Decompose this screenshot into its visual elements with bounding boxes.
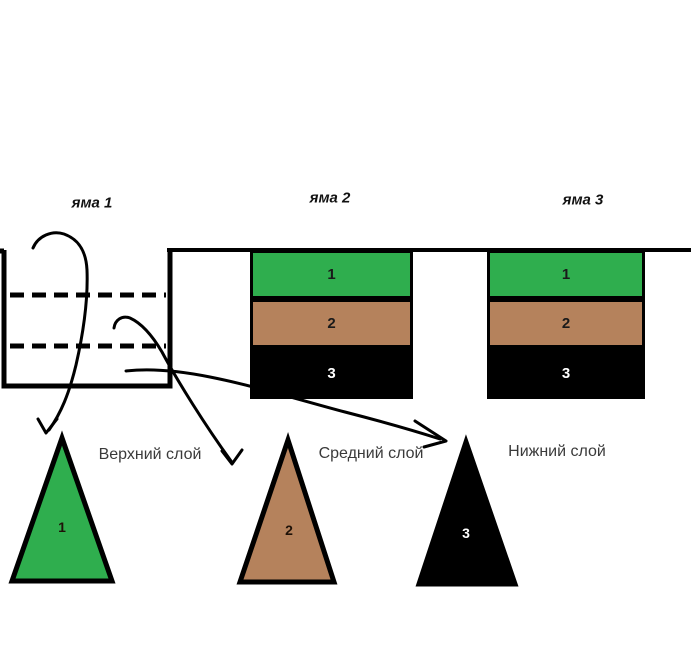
- bottom-layer-caption: Нижний слой: [508, 443, 606, 460]
- middle-layer-triangle-number: 2: [285, 522, 293, 538]
- arrowhead-top-layer-icon: [36, 417, 59, 435]
- bottom-layer-triangle: [415, 434, 519, 587]
- pit3-layer-1: 1: [487, 250, 645, 299]
- bottom-layer-triangle-number: 3: [462, 525, 470, 541]
- pit2-layer-1: 1: [250, 250, 413, 299]
- arrowhead-middle-layer-icon: [220, 448, 244, 466]
- pit2-title: яма 2: [309, 189, 351, 207]
- pit3-layer-3: 3: [487, 348, 645, 399]
- pit3-title: яма 3: [562, 191, 604, 209]
- pit1-outline: [0, 248, 173, 389]
- middle-layer-caption: Средний слой: [318, 445, 424, 462]
- pit3-layer-1-label: 1: [561, 266, 571, 283]
- top-layer-triangle: [8, 430, 116, 584]
- pit3-layer-3-label: 3: [561, 365, 571, 382]
- arrowhead-bottom-layer-icon: [413, 419, 448, 449]
- pit2-layer-2-label: 2: [327, 315, 336, 332]
- pit3-layer-2-label: 2: [561, 315, 571, 332]
- arrow-to-middle-layer-triangle: [112, 315, 233, 463]
- middle-layer-triangle: [236, 432, 338, 585]
- pit3-layer-2: 2: [487, 299, 645, 348]
- pit2-layer-3: 3: [250, 348, 413, 399]
- top-layer-caption: Верхний слой: [98, 446, 202, 463]
- pit2-layer-3-label: 3: [327, 365, 336, 382]
- pit1-title: яма 1: [71, 194, 113, 212]
- pit2-layer-2: 2: [250, 299, 413, 348]
- top-layer-triangle-number: 1: [58, 519, 66, 535]
- pit2-layer-1-label: 1: [327, 266, 336, 283]
- arrow-to-top-layer-triangle: [31, 231, 89, 432]
